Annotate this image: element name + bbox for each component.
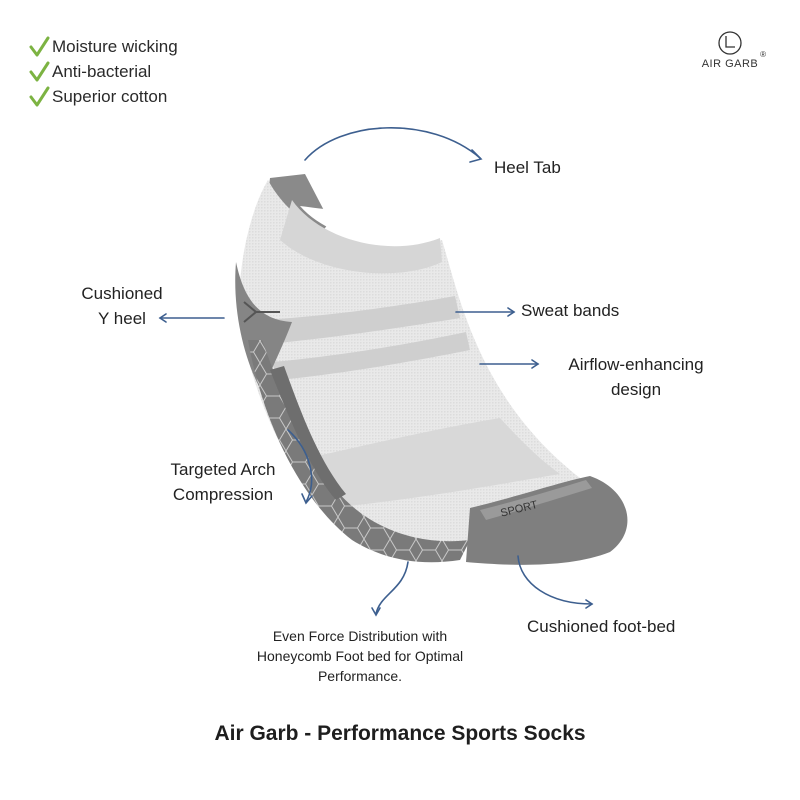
checkmark-icon: [29, 36, 50, 56]
callout-y-heel-line1: Cushioned: [81, 284, 163, 303]
checkmark-icon: [29, 86, 50, 106]
arrow-honeycomb: [375, 561, 409, 615]
arrow-arch: [287, 429, 313, 503]
y-heel-mark: [243, 301, 280, 323]
logo-text: AIR GARB: [701, 58, 759, 70]
sweat-band: [262, 296, 460, 344]
callout-arch: Targeted Arch Compression: [154, 457, 292, 507]
toe-footbed: [466, 476, 628, 565]
sock-opening: [300, 206, 432, 243]
arrow-honeycomb-head: [371, 607, 381, 617]
arrow-y-heel-head: [158, 313, 167, 323]
feature-list: Moisture wicking Anti-bacterial Superior…: [28, 34, 178, 109]
arrow-footbed: [517, 555, 593, 605]
y-heel: [235, 262, 292, 392]
airflow-band: [300, 418, 560, 508]
feature-label: Moisture wicking: [52, 36, 178, 56]
arrow-heel-tab: [304, 127, 481, 161]
arrow-sweat-bands-head: [507, 307, 516, 317]
logo-mark-icon: [718, 31, 742, 55]
callout-honeycomb-line2: Honeycomb Foot bed for Optimal: [256, 648, 464, 664]
callout-arch-line2: Compression: [172, 485, 274, 504]
toe-band: [480, 480, 592, 520]
callout-honeycomb-line3: Performance.: [317, 668, 403, 684]
feature-item: Moisture wicking: [28, 34, 178, 59]
callout-sweat-bands: Sweat bands: [521, 301, 620, 320]
callout-airflow-line1: Airflow-enhancing: [568, 355, 704, 374]
arrow-heel-tab-head: [469, 149, 483, 163]
callout-heel-tab: Heel Tab: [494, 158, 561, 177]
callout-arch-line1: Targeted Arch: [170, 460, 276, 479]
callout-y-heel: Cushioned Y heel: [74, 281, 170, 331]
page-title: Air Garb - Performance Sports Socks: [214, 722, 586, 745]
callout-footbed: Cushioned foot-bed: [527, 617, 676, 636]
brand-logo: AIR GARB ®: [690, 30, 770, 70]
feature-label: Anti-bacterial: [52, 61, 152, 81]
arch-ribs: [270, 366, 346, 500]
callout-y-heel-line2: Y heel: [98, 309, 146, 328]
feature-label: Superior cotton: [52, 86, 168, 106]
sock-cuff: [280, 200, 442, 274]
callout-airflow-line2: design: [610, 380, 662, 399]
checkmark-icon: [29, 61, 50, 81]
feature-item: Superior cotton: [28, 84, 178, 109]
registered-mark: ®: [760, 50, 766, 59]
honeycomb-sole: [248, 340, 470, 563]
callout-airflow: Airflow-enhancing design: [548, 352, 724, 402]
callout-honeycomb: Even Force Distribution with Honeycomb F…: [210, 626, 510, 686]
arrow-arch-head: [301, 493, 313, 505]
arrow-airflow-head: [531, 359, 540, 369]
callout-honeycomb-line1: Even Force Distribution with: [272, 628, 448, 644]
feature-item: Anti-bacterial: [28, 59, 178, 84]
arrow-footbed-head: [585, 599, 594, 609]
sweat-band: [272, 332, 470, 380]
